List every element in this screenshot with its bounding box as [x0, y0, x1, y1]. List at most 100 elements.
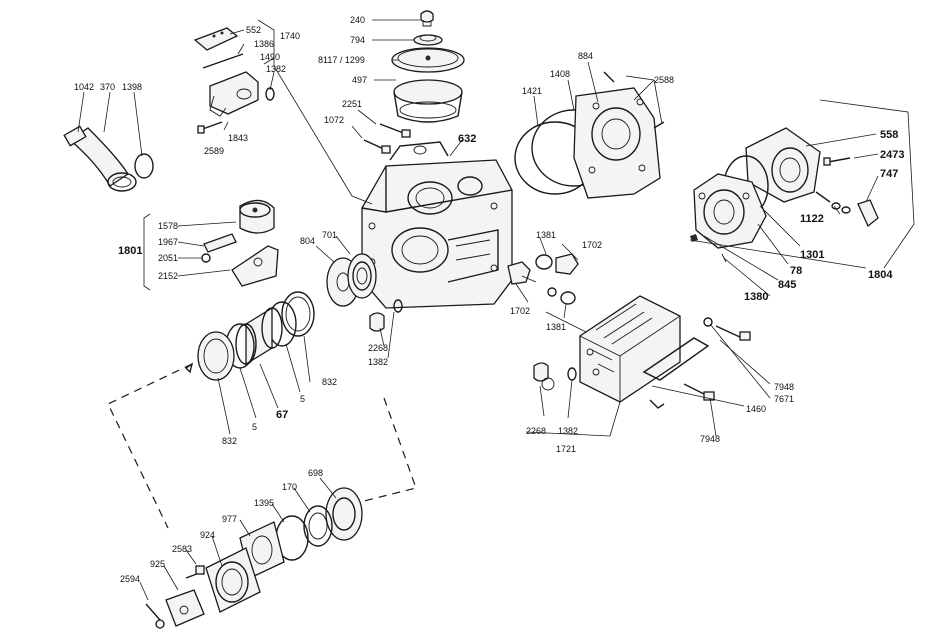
label-1967: 1967: [158, 237, 178, 247]
gasket-1460: [642, 337, 710, 409]
label-552: 552: [246, 25, 261, 35]
cap-552: [193, 27, 239, 51]
flange-884: [573, 87, 661, 199]
label-1740: 1740: [280, 31, 300, 41]
label-1382a: 1382: [266, 64, 286, 74]
bolt-7948a: [703, 317, 751, 341]
label-1408: 1408: [550, 69, 570, 79]
label-2583: 2583: [172, 544, 192, 554]
label-370: 370: [100, 82, 115, 92]
oring-1382c: [567, 367, 577, 381]
valve-body-1490: [209, 71, 259, 117]
label-558: 558: [880, 129, 898, 141]
valve-1702b: [555, 253, 579, 275]
labels: 240 794 8117 / 1299 497 552 1386 1740 14…: [74, 15, 904, 584]
label-78: 78: [790, 265, 802, 277]
housing-558: [745, 127, 821, 203]
label-1395: 1395: [254, 498, 274, 508]
label-67: 67: [276, 409, 288, 421]
ring-1398: [134, 153, 154, 179]
plug-2268a: [369, 312, 385, 332]
label-1490: 1490: [260, 52, 280, 62]
label-1042: 1042: [74, 82, 94, 92]
label-632: 632: [458, 133, 476, 145]
label-1381b: 1381: [546, 322, 566, 332]
bolt-2473: [823, 157, 851, 166]
pin-1967: [203, 233, 237, 253]
ring-832b: [281, 291, 315, 337]
label-240: 240: [350, 15, 365, 25]
elbow-370: [63, 125, 137, 192]
dashed-guide-right: [335, 397, 417, 509]
label-924: 924: [200, 530, 215, 540]
label-1843: 1843: [228, 133, 248, 143]
label-1382b: 1382: [368, 357, 388, 367]
label-1386: 1386: [254, 39, 274, 49]
label-832a: 832: [222, 436, 237, 446]
label-1380: 1380: [744, 291, 768, 303]
label-804: 804: [300, 236, 315, 246]
cylinder-67: [235, 306, 283, 366]
label-2588: 2588: [654, 75, 674, 85]
label-1721: 1721: [556, 444, 576, 454]
oring-1381b: [560, 291, 576, 305]
label-1421: 1421: [522, 86, 542, 96]
bolt-7948b: [683, 383, 715, 401]
flange-925: [165, 589, 205, 627]
arrow-head: [184, 362, 194, 374]
label-8117: 8117 / 1299: [318, 55, 365, 65]
diaphragm-8117: [391, 47, 465, 73]
bracket-2152: [231, 245, 279, 287]
washer-1381b-1: [547, 287, 557, 297]
screw-2594: [145, 603, 165, 629]
label-5b: 5: [300, 394, 305, 404]
plug-2268b: [533, 362, 555, 391]
label-925: 925: [150, 559, 165, 569]
label-1301: 1301: [800, 249, 824, 261]
dashed-guide-left: [107, 363, 193, 529]
ring-698: [325, 487, 363, 541]
label-2268a: 2268: [368, 343, 388, 353]
label-2152: 2152: [158, 271, 178, 281]
label-2251: 2251: [342, 99, 362, 109]
gasket-1386: [202, 53, 244, 69]
label-170: 170: [282, 482, 297, 492]
label-2051: 2051: [158, 253, 178, 263]
label-1122: 1122: [800, 213, 824, 225]
screw-2589: [197, 121, 223, 134]
bolt-1072: [363, 139, 391, 154]
label-5a: 5: [252, 422, 257, 432]
oring-1382b: [393, 299, 403, 313]
label-747: 747: [880, 168, 898, 180]
label-1381a: 1381: [536, 230, 556, 240]
label-698: 698: [308, 468, 323, 478]
seal-701: [347, 253, 377, 299]
valve-plate-1721: [579, 295, 681, 403]
label-1702b: 1702: [510, 306, 530, 316]
plug-747: [857, 199, 879, 228]
label-1804: 1804: [868, 269, 893, 281]
label-2473: 2473: [880, 149, 904, 161]
label-7948b: 7948: [700, 434, 720, 444]
cover-78: [693, 173, 767, 249]
label-794: 794: [350, 35, 365, 45]
housing-924: [205, 547, 261, 613]
label-977: 977: [222, 514, 237, 524]
bolt-2588: [603, 71, 665, 129]
label-845: 845: [778, 279, 796, 291]
label-701: 701: [322, 230, 337, 240]
label-2594: 2594: [120, 574, 140, 584]
seal-170: [303, 505, 333, 547]
label-2589: 2589: [204, 146, 224, 156]
screw-2583: [185, 565, 205, 579]
oring-1381a: [535, 254, 553, 270]
label-832b: 832: [322, 377, 337, 387]
label-1801: 1801: [118, 245, 142, 257]
ring-832a: [197, 331, 235, 381]
label-1702a: 1702: [582, 240, 602, 250]
bolt-2251: [379, 123, 411, 138]
cap-240: [420, 10, 434, 27]
label-2268b: 2268: [526, 426, 546, 436]
